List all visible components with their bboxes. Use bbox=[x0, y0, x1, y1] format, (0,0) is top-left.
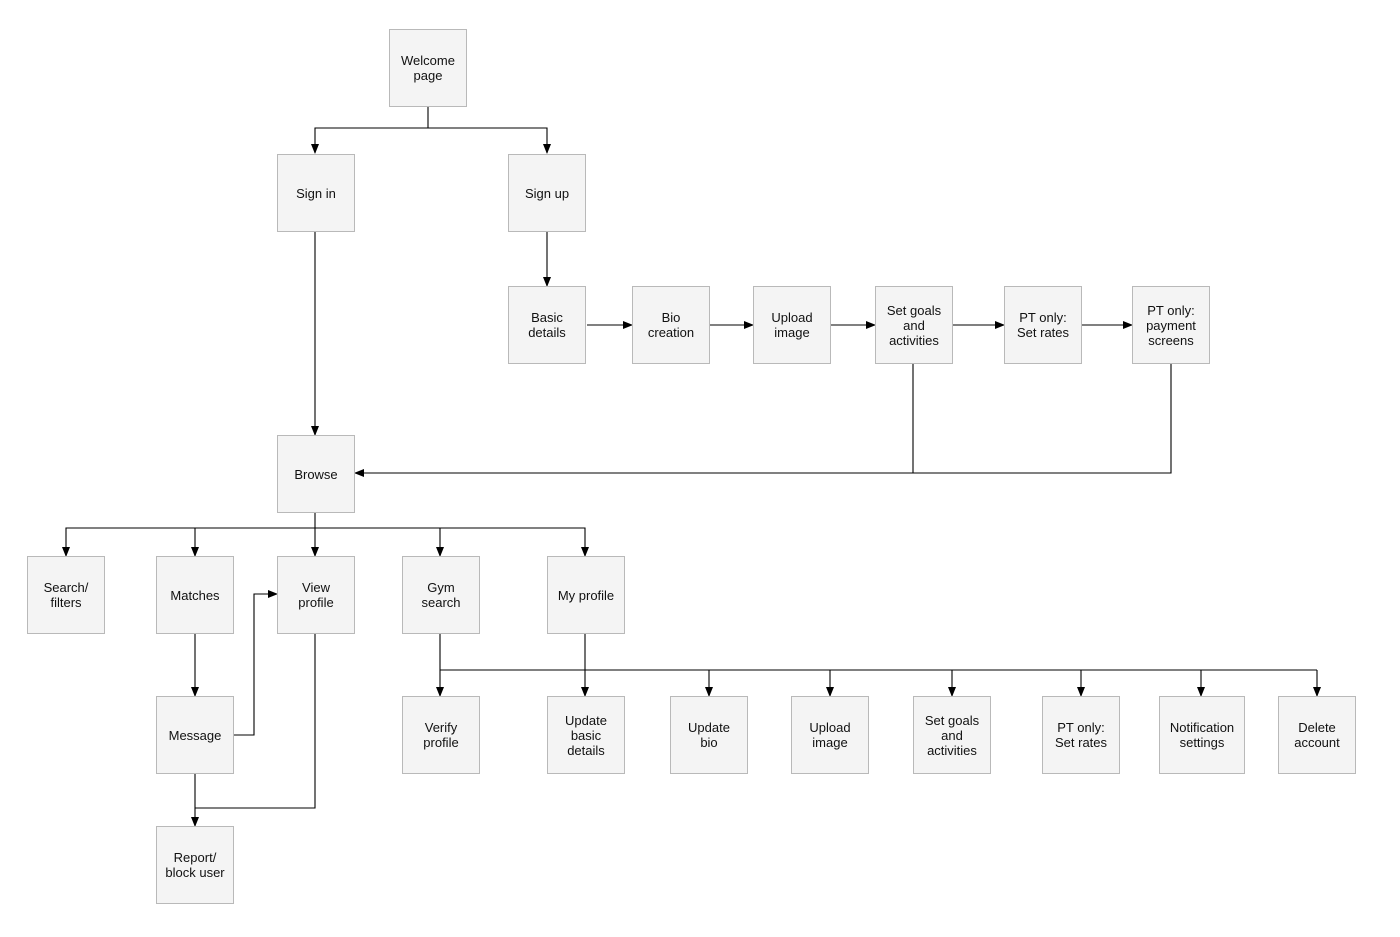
edge-browse-myprofile bbox=[440, 527, 589, 557]
node-profile-set-goals: Set goals and activities bbox=[913, 696, 991, 774]
node-verify-profile: Verify profile bbox=[402, 696, 480, 774]
node-message: Message bbox=[156, 696, 234, 774]
node-basic-details: Basic details bbox=[508, 286, 586, 364]
edge-ptpay-browse bbox=[354, 364, 1172, 477]
node-profile-pt-set-rates: PT only: Set rates bbox=[1042, 696, 1120, 774]
node-gym-search: Gym search bbox=[402, 556, 480, 634]
node-pt-payment-screens: PT only: payment screens bbox=[1132, 286, 1210, 364]
node-update-basic-details: Update basic details bbox=[547, 696, 625, 774]
edge-viewprofile-report bbox=[195, 634, 316, 809]
node-view-profile: View profile bbox=[277, 556, 355, 634]
node-profile-upload-image: Upload image bbox=[791, 696, 869, 774]
node-set-goals: Set goals and activities bbox=[875, 286, 953, 364]
node-update-bio: Update bio bbox=[670, 696, 748, 774]
node-report-block-user: Report/ block user bbox=[156, 826, 234, 904]
edge-message-viewprofile bbox=[234, 590, 278, 736]
node-search-filters: Search/ filters bbox=[27, 556, 105, 634]
node-delete-account: Delete account bbox=[1278, 696, 1356, 774]
edge-welcome-signup bbox=[428, 127, 551, 154]
node-my-profile: My profile bbox=[547, 556, 625, 634]
node-welcome-page: Welcome page bbox=[389, 29, 467, 107]
node-matches: Matches bbox=[156, 556, 234, 634]
node-pt-set-rates: PT only: Set rates bbox=[1004, 286, 1082, 364]
node-upload-image: Upload image bbox=[753, 286, 831, 364]
edge-welcome-signin bbox=[311, 107, 429, 154]
edge-browse-search bbox=[62, 527, 315, 557]
edge-browse-gym bbox=[315, 527, 444, 557]
node-notification-settings: Notification settings bbox=[1159, 696, 1245, 774]
node-bio-creation: Bio creation bbox=[632, 286, 710, 364]
node-browse: Browse bbox=[277, 435, 355, 513]
node-sign-in: Sign in bbox=[277, 154, 355, 232]
node-sign-up: Sign up bbox=[508, 154, 586, 232]
